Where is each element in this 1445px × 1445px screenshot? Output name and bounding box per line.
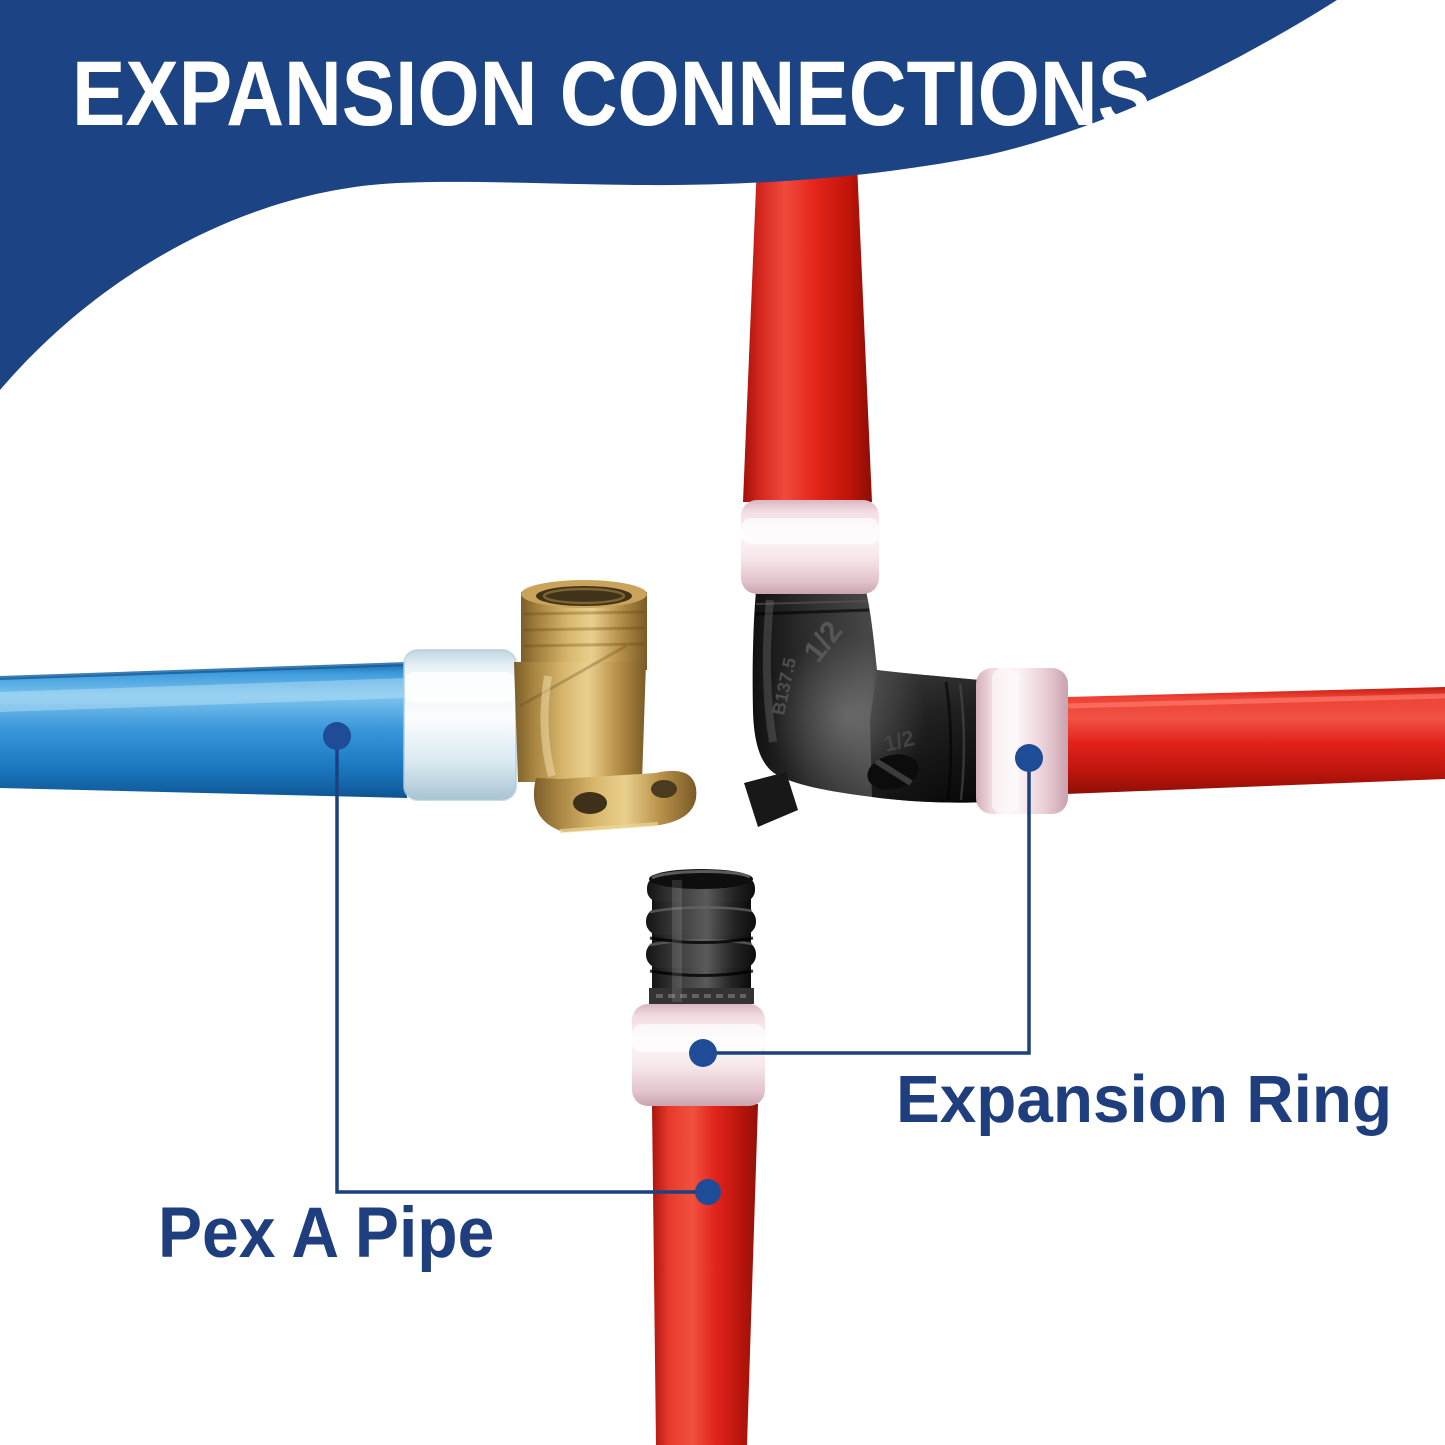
brass-screw-hole-left (573, 792, 607, 814)
callout-line (335, 736, 708, 1194)
label-pex-a-pipe: Pex A Pipe (158, 1193, 494, 1273)
fitting-ridge (646, 908, 756, 935)
black-expansion-fitting (646, 869, 756, 1004)
ring-body (741, 500, 879, 594)
ring-outline (403, 649, 517, 801)
fitting-groove-line (649, 969, 754, 977)
callout-expansion-ring: Expansion Ring (689, 744, 1392, 1137)
fitting-groove-line (649, 936, 754, 944)
label-expansion-ring: Expansion Ring (896, 1062, 1392, 1137)
fitting-text-band (649, 988, 754, 1004)
elbow-collar-highlight (755, 600, 869, 605)
brass-elbow-fitting (514, 580, 697, 833)
callout-dot-right-ring (1015, 744, 1043, 772)
callout-pex-a-pipe: Pex A Pipe (158, 722, 721, 1273)
callout-line (703, 758, 1031, 1055)
red-pipe-top-highlight (1065, 693, 1445, 709)
red-pex-pipe-bottom (652, 1104, 758, 1445)
ring-white-band (632, 1024, 765, 1052)
elbow-collar-line (754, 608, 870, 616)
brass-thread-line (523, 610, 645, 616)
brass-port-thread-ring (542, 587, 626, 605)
brass-thread-line (523, 626, 645, 632)
fitting-top-rim-highlight (651, 869, 751, 880)
expansion-ring-right (976, 668, 1068, 814)
red-pex-pipe-top (743, 163, 872, 502)
ring-body (976, 668, 1068, 814)
blue-pipe-top-edge (0, 662, 408, 680)
elbow-right-bevel-highlight (958, 683, 966, 801)
expansion-ring-blue-side (403, 649, 517, 801)
fitting-ridge (646, 941, 756, 968)
fitting-side-highlight (672, 880, 682, 1002)
red-pipe-body (1066, 687, 1445, 794)
header-banner (0, 0, 1337, 390)
blue-pex-pipe (0, 662, 408, 798)
blue-pipe-highlight (0, 678, 407, 712)
brass-body-highlight (540, 675, 556, 778)
fitting-ridge-highlight (649, 906, 753, 914)
callout-dot-red-pipe (695, 1179, 721, 1205)
fitting-ridge-highlight (649, 939, 753, 947)
blue-pipe-body (0, 664, 407, 798)
callout-dot-blue-pipe (323, 722, 351, 750)
brass-flange-bottom-edge (559, 822, 659, 833)
brass-thread-line (523, 642, 645, 648)
red-pex-pipe-right (1065, 687, 1445, 794)
header-title: EXPANSION CONNECTIONS (72, 43, 1151, 145)
elbow-right-bevel-line (944, 681, 953, 801)
elbow-left-edge-highlight (762, 599, 777, 743)
ring-white-band (404, 672, 516, 702)
brass-body (514, 662, 646, 782)
brass-mount-flange (533, 770, 697, 832)
callout-dot-middle-ring (689, 1039, 717, 1067)
expansion-ring-top (741, 500, 879, 594)
elbow-mount-tab (744, 772, 798, 827)
brass-screw-hole-right (651, 780, 677, 798)
elbow-corner-highlight (766, 636, 926, 796)
brass-body-seam (519, 644, 627, 708)
ring-white-band (741, 518, 879, 544)
black-elbow-fitting: 1/2 B137.5 1/2 (744, 591, 986, 827)
elbow-screw-slot (874, 758, 913, 786)
ring-white-band (992, 668, 1018, 814)
